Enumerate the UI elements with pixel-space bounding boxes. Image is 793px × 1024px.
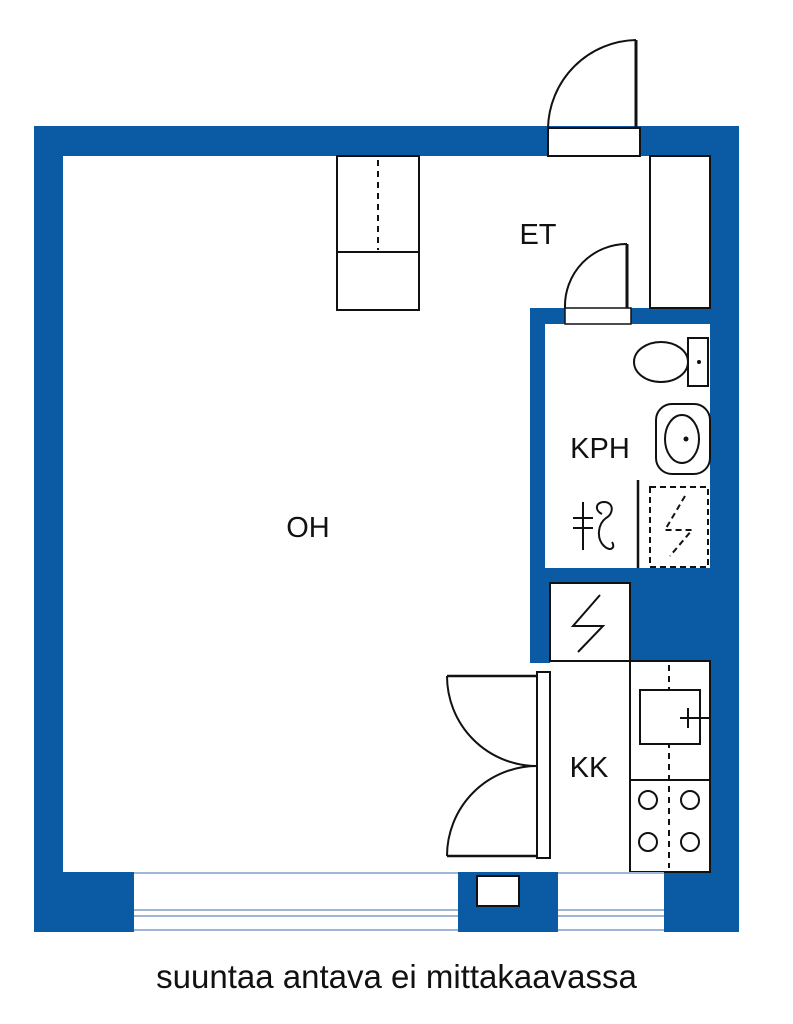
bathroom-door xyxy=(563,243,632,325)
toilet-icon xyxy=(633,337,709,387)
kitchen-right-block xyxy=(630,583,710,661)
room-label-living: OH xyxy=(286,512,330,544)
door-swing-icon xyxy=(547,39,637,129)
radiator-box xyxy=(476,875,520,907)
bathroom-door-opening xyxy=(564,307,632,325)
door-swing-icon xyxy=(446,675,538,767)
kitchen-doors xyxy=(446,671,551,859)
kitchen-sink-icon xyxy=(639,689,710,745)
kitchen-door-frame xyxy=(536,671,551,859)
entry-closet xyxy=(649,155,711,309)
window-icon xyxy=(134,872,458,932)
room-label-bathroom: KPH xyxy=(570,433,630,465)
washbasin-icon xyxy=(655,403,711,475)
bathroom-left-wall xyxy=(530,308,545,583)
floor-plan: ET OH KPH KK xyxy=(34,39,739,932)
shower-icon xyxy=(636,480,709,568)
kitchen-left-pier xyxy=(530,583,550,663)
bathroom-bottom-wall xyxy=(530,568,710,583)
electric-cabinet-icon xyxy=(549,582,631,662)
window-icon xyxy=(558,872,664,932)
room-label-entry: ET xyxy=(519,219,556,251)
wardrobe-icon xyxy=(336,155,420,311)
stove-icon xyxy=(638,790,700,852)
room-label-kitchen: KK xyxy=(570,752,609,784)
scale-disclaimer: suuntaa antava ei mittakaavassa xyxy=(156,958,637,995)
entrance-door xyxy=(547,39,641,157)
shower-drain-icon xyxy=(573,500,615,550)
door-swing-icon xyxy=(563,243,628,309)
door-swing-icon xyxy=(446,765,538,857)
entrance-door-opening xyxy=(547,127,641,157)
